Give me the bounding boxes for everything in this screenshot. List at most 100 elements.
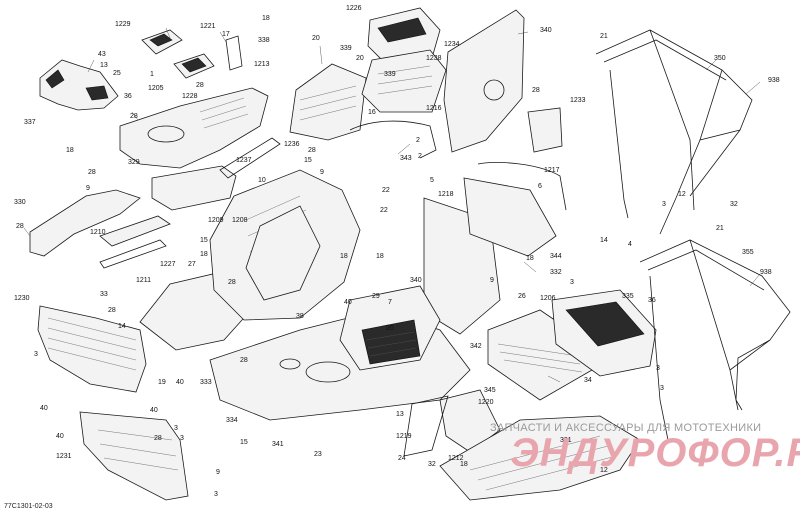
callout-label-28: 28 [130,113,138,120]
callout-label-1227: 1227 [160,261,176,268]
callout-label-25: 25 [113,70,121,77]
callout-label-3: 3 [662,201,666,208]
callout-label-28: 28 [154,435,162,442]
callout-label-1226: 1226 [346,5,362,12]
callout-label-5: 5 [430,177,434,184]
callout-label-938: 938 [768,77,780,84]
callout-label-1237: 1237 [236,157,252,164]
callout-label-333: 333 [200,379,212,386]
callout-label-27: 27 [188,261,196,268]
callout-label-9: 9 [490,277,494,284]
callout-label-1229: 1229 [115,21,131,28]
callout-label-28: 28 [16,223,24,230]
callout-label-12: 12 [678,191,686,198]
callout-label-2: 2 [416,137,420,144]
callout-label-340: 340 [540,27,552,34]
callout-label-1216: 1216 [426,105,442,112]
callout-label-40: 40 [176,379,184,386]
callout-label-6: 6 [538,183,542,190]
callout-label-1228: 1228 [182,93,198,100]
callout-label-3: 3 [34,351,38,358]
callout-label-14: 14 [600,237,608,244]
callout-label-1230: 1230 [14,295,30,302]
callout-label-14: 14 [118,323,126,330]
callout-label-1231: 1231 [56,453,72,460]
callout-label-350: 350 [714,55,726,62]
callout-label-43: 43 [98,51,106,58]
callout-label-36: 36 [648,297,656,304]
callout-label-342: 342 [470,343,482,350]
callout-label-22: 22 [380,207,388,214]
callout-label-1212: 1212 [448,455,464,462]
callout-label-335: 335 [622,293,634,300]
callout-label-29: 29 [372,293,380,300]
callout-label-36: 36 [124,93,132,100]
callout-label-18: 18 [200,251,208,258]
callout-label-28: 28 [196,82,204,89]
callout-label-2: 2 [418,153,422,160]
callout-label-355: 355 [742,249,754,256]
callout-label-1238: 1238 [426,55,442,62]
callout-label-1236: 1236 [284,141,300,148]
callout-label-40: 40 [40,405,48,412]
callout-label-332: 332 [550,269,562,276]
callout-label-26: 26 [518,293,526,300]
callout-label-40: 40 [56,433,64,440]
callout-label-18: 18 [66,147,74,154]
callout-label-331: 331 [560,437,572,444]
callout-label-18: 18 [460,461,468,468]
callout-label-343: 343 [400,155,412,162]
callout-label-18: 18 [376,253,384,260]
callout-label-1206: 1206 [540,295,556,302]
callout-label-1210: 1210 [90,229,106,236]
callout-label-1217: 1217 [544,167,560,174]
callout-label-18: 18 [340,253,348,260]
callout-label-17: 17 [222,31,230,38]
callout-label-1208: 1208 [232,217,248,224]
callout-label-1234: 1234 [444,41,460,48]
parts-artwork [23,7,791,501]
callout-label-15: 15 [240,439,248,446]
callout-label-15: 15 [304,157,312,164]
callout-label-3: 3 [570,279,574,286]
callout-label-28: 28 [308,147,316,154]
diagram-code: 77C1301-02-03 [4,503,53,510]
callout-label-28: 28 [88,169,96,176]
callout-label-13: 13 [100,62,108,69]
callout-label-1: 1 [150,71,154,78]
callout-label-330: 330 [14,199,26,206]
callout-label-24: 24 [398,455,406,462]
callout-label-21: 21 [600,33,608,40]
callout-label-339: 339 [340,45,352,52]
callout-label-3: 3 [656,365,660,372]
callout-label-9: 9 [216,469,220,476]
callout-label-20: 20 [356,55,364,62]
callout-label-1218: 1218 [438,191,454,198]
callout-label-1233: 1233 [570,97,586,104]
callout-label-40: 40 [150,407,158,414]
callout-label-10: 10 [258,177,266,184]
watermark-brand: ЭНДУРОФОР.RU [510,431,800,475]
callout-label-3: 3 [660,385,664,392]
callout-label-341: 341 [272,441,284,448]
callout-label-22: 22 [382,187,390,194]
callout-label-1209: 1209 [208,217,224,224]
callout-label-338: 338 [258,37,270,44]
callout-label-1219: 1219 [396,433,412,440]
callout-label-3: 3 [214,491,218,498]
callout-label-34: 34 [584,377,592,384]
callout-label-21: 21 [716,225,724,232]
callout-label-1220: 1220 [478,399,494,406]
callout-label-4: 4 [628,241,632,248]
callout-label-334: 334 [226,417,238,424]
callout-label-18: 18 [526,255,534,262]
callout-label-339: 339 [384,71,396,78]
callout-label-7: 7 [388,299,392,306]
callout-label-16: 16 [368,109,376,116]
callout-label-19: 19 [158,379,166,386]
callout-label-1213: 1213 [254,61,270,68]
callout-label-344: 344 [550,253,562,260]
callout-label-18: 18 [262,15,270,22]
